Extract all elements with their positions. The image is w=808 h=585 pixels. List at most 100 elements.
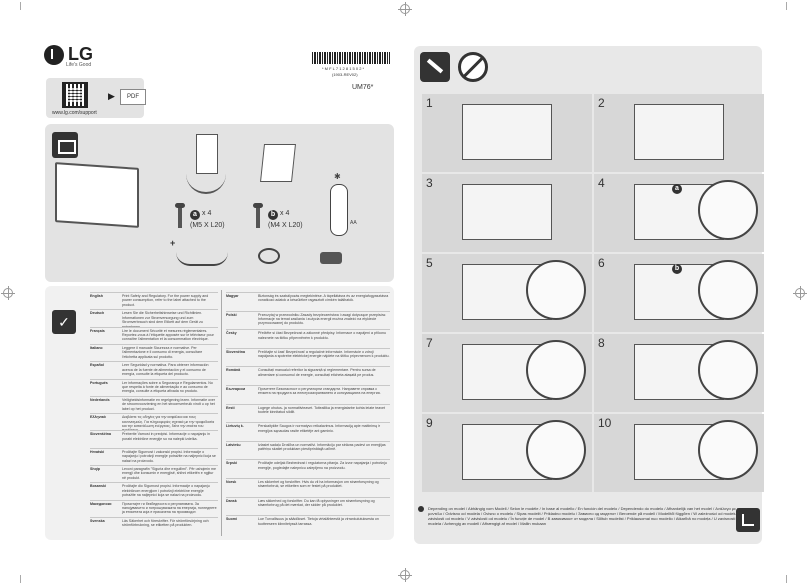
remote-control-illustration [330,184,348,236]
step-illustration [634,104,724,160]
language-text: Lexoni paragrafin "Siguria dhe rregullim… [122,467,217,480]
language-row: Hrvatski Pročitajte Sigurnost i zakonski … [90,447,218,463]
screw-a-count: x 4 [202,210,212,217]
detail-zoom-illustration [526,420,586,480]
language-row: Bosanski Pročitajte dio Sigurnost propisi… [90,482,218,497]
language-row: Polski Przeczytaj w przewodniku Zasady be… [226,310,390,326]
assembly-step-9: 9 [422,414,592,492]
stand-base-illustration [186,172,226,194]
language-row: Español Leer Seguridad y normativa. Para … [90,361,218,376]
language-text: Pročitajte Sigurnost i zakonski propisi.… [122,449,216,463]
manual-book-illustration [260,144,296,182]
language-text: Læs sikkerhed og forskrifter. Du kan få … [258,498,375,507]
language-name: Dansk [226,498,237,503]
assembly-step-1: 1 [422,94,592,172]
step-illustration [462,104,552,160]
qr-code-icon [62,82,88,108]
cable-holder-illustration [258,248,280,264]
detail-zoom-illustration [698,420,758,480]
language-text: Consultați manualul referitor la siguran… [258,368,376,377]
language-text: Ler informações sobre a Segurança e Regu… [122,380,213,394]
step-number: 9 [426,416,433,430]
language-name: Polski [226,312,237,317]
step-number: 10 [598,416,612,430]
cleaning-caution-icon [420,52,450,82]
checklist-icon: ✓ [52,310,76,334]
part-code: (1903-REV02) [332,72,358,77]
language-name: Shqip [90,467,100,471]
language-name: Français [90,328,105,333]
crop-mark [20,575,21,583]
language-name: Lietuvių k. [226,424,244,429]
barcode [312,52,390,64]
language-name: Italiano [90,345,103,350]
screw-a-badge: a [190,210,200,220]
language-name: Nederlands [90,397,110,402]
screw-b-illustration [253,203,263,228]
language-text: Przeczytaj w przewodniku Zasady bezpiecz… [258,312,387,326]
language-row: Deutsch Lesen Sie die Sicherheitshinweise… [90,309,218,329]
language-row: Lietuvių k.Perskaitykite Saugos ir norma… [226,422,390,433]
language-row: Български Прочетете Безопасност и регулат… [226,385,390,396]
language-text: Lire le document Sécurité et mesures rég… [122,328,214,342]
wall-arrow-icon [736,508,760,532]
screw-badge: b [672,264,682,274]
language-text: Leer Seguridad y normativa. Para obtener… [122,363,209,376]
screw-badge: a [672,184,682,194]
detail-zoom-illustration [698,260,758,320]
language-name: Slovenščina [90,432,111,437]
language-name: Deutsch [90,311,105,316]
brand-tagline: Life's Good [66,62,92,68]
language-name: Bosanski [90,484,106,489]
screw-b-count: x 4 [280,210,290,217]
language-name: Македонски [90,501,112,506]
step-number: 4 [598,176,605,190]
support-url: www.lg.com/support [52,110,97,116]
prohibited-icon [458,52,488,82]
language-row: Latviešu Izlasiet sadaļu Drošība un norma… [226,440,390,452]
model-note: Depending on model / Abhängig vom Modell… [428,506,743,526]
language-text: Pročitajte dio Sigurnost propisi. Inform… [122,484,210,498]
language-name: English [90,294,103,298]
step-number: 8 [598,336,605,350]
language-row: Македонски Прочитајте ги безбедноста и ре… [90,499,218,515]
assembly-step-2: 2 [594,94,764,172]
language-name: Latviešu [226,442,241,447]
crop-mark [786,2,787,10]
crop-mark [20,2,21,10]
language-text: Прочитајте ги безбедноста и регулативата… [122,501,217,515]
language-text: Прочетете Безопасност и регулаторни стан… [258,387,381,396]
screw-a-size: (M5 X L20) [190,222,225,229]
brand-name: LG [68,44,93,64]
stand-body-illustration [196,134,218,174]
optional-plus-icon: + [170,238,176,248]
language-text: Biztonság és szabályozás megtekintése. A… [258,294,389,303]
language-name: Български [226,387,246,391]
assembly-step-5: 5 [422,254,592,332]
lg-logo: LG [44,44,93,65]
language-text: Lesen Sie die Sicherheitshinweise und Ri… [122,311,203,329]
language-text: Les sikkerhet og forskrifter. Hvis du vi… [258,480,379,489]
battery-label: AA [350,220,357,226]
language-name: Español [90,363,104,368]
step-number: 2 [598,96,605,110]
language-name: Suomi [226,517,237,522]
language-name: Hrvatski [90,449,105,454]
registration-mark [793,286,807,300]
assembly-step-8: 8 [594,334,764,412]
tv-illustration [55,162,139,228]
screw-a-illustration [175,203,185,228]
language-text: Izlasiet sadaļu Drošība un normatīvi. In… [258,442,386,452]
language-row: Italiano Leggere il manuale Sicurezza e n… [90,343,218,359]
language-text: Leggere il manuale Sicurezza e normative… [122,345,203,359]
